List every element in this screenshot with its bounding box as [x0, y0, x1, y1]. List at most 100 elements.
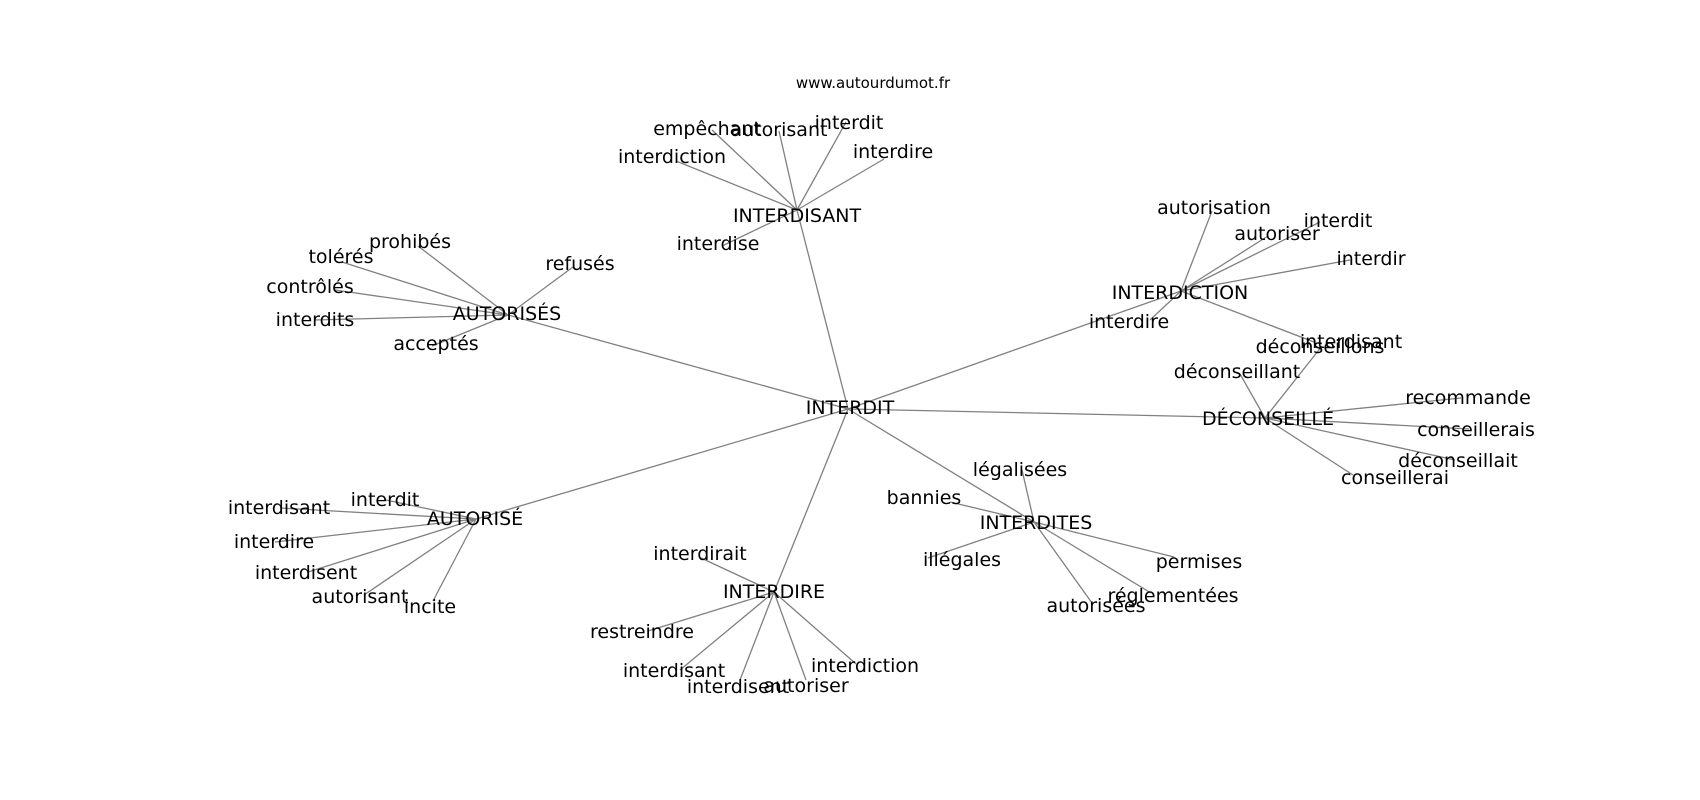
leaf-node[interactable]: interdits: [276, 309, 355, 331]
edge-hub-to-leaf: [341, 261, 509, 316]
edge-hub-to-leaf: [1180, 210, 1213, 292]
edge-hub-to-leaf: [1264, 417, 1456, 461]
edge-hub-to-leaf: [1149, 290, 1182, 321]
edge-hub-to-leaf: [507, 266, 574, 316]
hub-node[interactable]: INTERDIRE: [723, 581, 825, 603]
leaf-node[interactable]: autorisées: [1046, 595, 1145, 617]
edge-hub-to-leaf: [700, 557, 775, 593]
site-title[interactable]: www.autourdumot.fr: [796, 74, 951, 92]
edge-hub-to-leaf: [313, 314, 509, 321]
edge-hub-to-leaf: [274, 518, 477, 543]
edge-hub-to-leaf: [647, 591, 775, 632]
edge-center-to-hub: [847, 408, 1266, 419]
edge-hub-to-leaf: [1033, 521, 1093, 604]
leaf-node[interactable]: interdiction: [811, 655, 919, 677]
leaf-node[interactable]: interdirait: [653, 543, 746, 565]
hub-node[interactable]: AUTORISÉS: [453, 302, 561, 325]
edge-hub-to-leaf: [1180, 235, 1269, 292]
graph-edges: [274, 121, 1470, 681]
edge-hub-to-leaf: [334, 289, 509, 316]
edge-hub-to-leaf: [432, 518, 477, 602]
edge-hub-to-leaf: [363, 518, 477, 596]
edge-hub-to-leaf: [773, 591, 807, 681]
leaf-node[interactable]: interdire: [853, 141, 933, 163]
edge-hub-to-leaf: [675, 160, 798, 211]
edge-hub-to-leaf: [1239, 373, 1266, 419]
graph-labels: www.autourdumot.fr INTERDIT INTERDISANT em…: [228, 74, 1535, 698]
edge-hub-to-leaf: [1180, 259, 1351, 292]
leaf-node[interactable]: interdisant: [1300, 331, 1402, 353]
leaf-node[interactable]: déconseillait: [1398, 450, 1518, 472]
edge-hub-to-leaf: [385, 499, 477, 520]
leaf-node[interactable]: conseillerais: [1417, 419, 1535, 441]
leaf-node[interactable]: recommande: [1405, 387, 1531, 409]
edge-hub-to-leaf: [1033, 521, 1175, 558]
leaf-node[interactable]: prohibés: [369, 231, 451, 253]
leaf-node[interactable]: refusés: [545, 253, 614, 275]
leaf-node[interactable]: permises: [1156, 551, 1243, 573]
edge-hub-to-leaf: [1264, 417, 1470, 430]
leaf-node[interactable]: autoriser: [1234, 223, 1319, 245]
hub-node[interactable]: DÉCONSEILLÉ: [1202, 407, 1334, 430]
leaf-node[interactable]: illégales: [923, 549, 1001, 571]
leaf-node[interactable]: interdiction: [618, 146, 726, 168]
leaf-node[interactable]: conseillerai: [1341, 467, 1449, 489]
leaf-node[interactable]: légalisées: [973, 459, 1067, 481]
hub-node[interactable]: INTERDISANT: [733, 205, 861, 227]
edge-hub-to-leaf: [307, 518, 477, 573]
edge-center-to-hub: [773, 408, 849, 593]
edge-hub-to-leaf: [1021, 469, 1035, 523]
leaf-node[interactable]: interdire: [234, 531, 314, 553]
edge-center-to-hub: [847, 408, 1035, 523]
leaf-node[interactable]: autoriser: [763, 675, 848, 697]
edge-hub-to-leaf: [927, 521, 1035, 559]
leaf-node[interactable]: bannies: [887, 487, 962, 509]
leaf-node[interactable]: déconseillant: [1174, 361, 1300, 383]
edge-hub-to-leaf: [1180, 221, 1321, 292]
leaf-node[interactable]: interdire: [1089, 311, 1169, 333]
leaf-node[interactable]: interdit: [351, 489, 420, 511]
edge-hub-to-leaf: [949, 501, 1035, 523]
edge-hub-to-leaf: [679, 591, 775, 671]
edge-center-to-hub: [847, 290, 1182, 410]
leaf-node[interactable]: déconseillons: [1256, 336, 1385, 358]
leaf-node[interactable]: autorisant: [312, 586, 409, 608]
leaf-node[interactable]: interdit: [815, 112, 884, 134]
edge-hub-to-leaf: [1264, 345, 1323, 419]
edge-hub-to-leaf: [1033, 521, 1152, 594]
leaf-node[interactable]: restreindre: [590, 621, 694, 643]
edge-center-to-hub: [475, 408, 849, 520]
leaf-node[interactable]: autorisant: [731, 119, 828, 141]
leaf-node[interactable]: acceptés: [393, 333, 478, 355]
leaf-node[interactable]: interdise: [677, 233, 760, 255]
edge-hub-to-leaf: [711, 129, 798, 211]
hub-node[interactable]: AUTORISÉ: [427, 507, 523, 530]
leaf-node[interactable]: incite: [404, 596, 456, 618]
edge-center-to-hub: [507, 314, 849, 410]
edge-hub-to-leaf: [739, 591, 775, 681]
hub-node[interactable]: INTERDICTION: [1112, 282, 1249, 304]
leaf-node[interactable]: réglementées: [1107, 585, 1238, 607]
edge-hub-to-leaf: [1264, 417, 1354, 476]
hub-node[interactable]: INTERDITES: [980, 512, 1093, 534]
edge-center-to-hub: [796, 209, 849, 410]
center-node[interactable]: INTERDIT: [806, 397, 895, 419]
leaf-node[interactable]: interdir: [1336, 248, 1405, 270]
leaf-node[interactable]: interdisent: [687, 676, 789, 698]
leaf-node[interactable]: contrôlés: [266, 276, 353, 298]
edge-hub-to-leaf: [417, 245, 509, 316]
edge-hub-to-leaf: [1180, 290, 1315, 343]
edge-hub-to-leaf: [778, 130, 798, 211]
edge-hub-to-leaf: [431, 314, 509, 347]
edge-hub-to-leaf: [721, 209, 798, 247]
leaf-node[interactable]: interdisant: [623, 660, 725, 682]
edge-hub-to-leaf: [279, 507, 477, 520]
edge-hub-to-leaf: [796, 121, 847, 211]
leaf-node[interactable]: interdit: [1304, 210, 1373, 232]
leaf-node[interactable]: interdisant: [228, 497, 330, 519]
leaf-node[interactable]: empêchant: [653, 118, 761, 140]
leaf-node[interactable]: autorisation: [1157, 197, 1271, 219]
leaf-node[interactable]: interdisent: [255, 562, 357, 584]
leaf-node[interactable]: tolérés: [308, 246, 373, 268]
edge-hub-to-leaf: [796, 158, 885, 211]
